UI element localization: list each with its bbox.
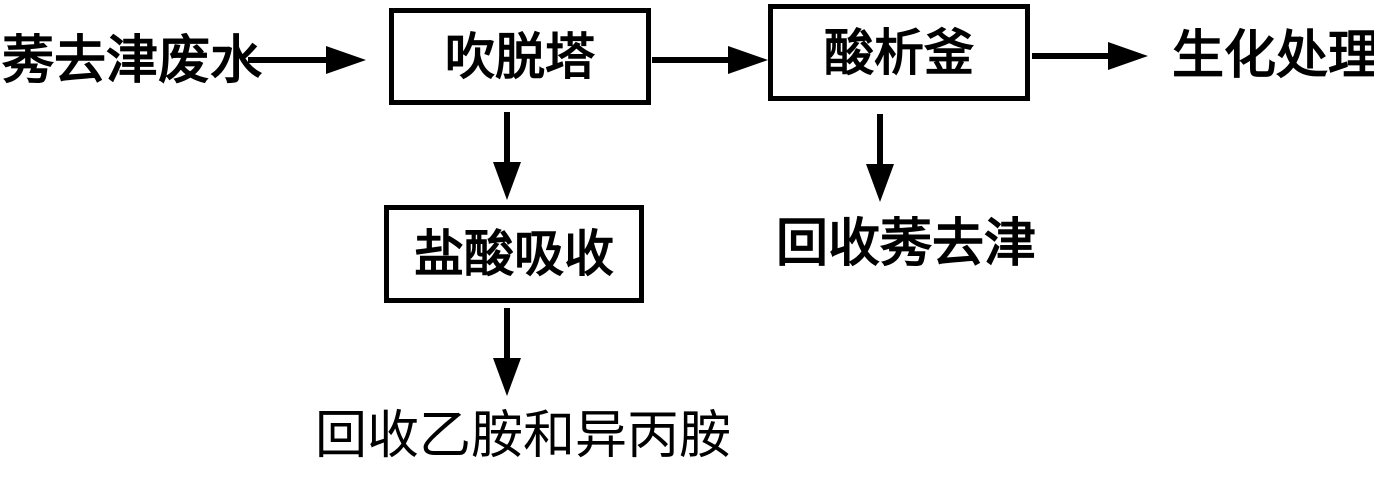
input-wastewater-label: 莠去津废水 bbox=[2, 31, 263, 91]
arrow-input-to-tower bbox=[248, 46, 366, 74]
recover-amines-label: 回收乙胺和异丙胺 bbox=[315, 406, 732, 466]
recover-atrazine-label: 回收莠去津 bbox=[776, 214, 1037, 274]
hcl-absorption-label: 盐酸吸收 bbox=[414, 225, 614, 283]
arrow-kettle-to-bio bbox=[1032, 42, 1148, 70]
stripping-tower-node: 吹脱塔 bbox=[389, 8, 651, 105]
arrow-absorption-to-amines bbox=[493, 308, 521, 396]
arrow-tower-to-absorption bbox=[493, 112, 521, 200]
acid-kettle-node: 酸析釜 bbox=[768, 4, 1030, 101]
bio-treatment-label: 生化处理 bbox=[1172, 26, 1374, 86]
hcl-absorption-node: 盐酸吸收 bbox=[384, 205, 644, 303]
stripping-tower-label: 吹脱塔 bbox=[445, 27, 595, 86]
acid-kettle-label: 酸析釜 bbox=[824, 23, 974, 82]
arrow-kettle-to-atrazine bbox=[866, 114, 894, 202]
arrow-tower-to-kettle bbox=[652, 46, 768, 74]
